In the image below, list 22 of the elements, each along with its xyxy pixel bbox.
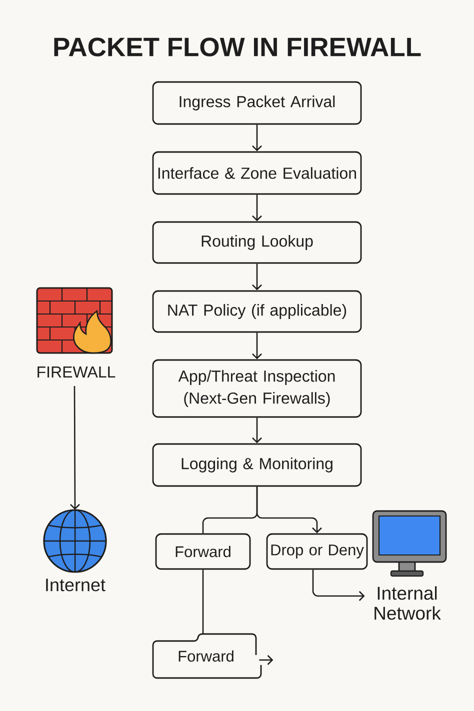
arrow: [252, 418, 262, 444]
icon-label: FIREWALL: [38, 366, 116, 378]
arrow: [252, 332, 262, 360]
arrow: [252, 124, 262, 152]
arrow: [252, 194, 262, 222]
arrow: [259, 655, 274, 665]
process-box: Drop or Deny: [266, 533, 368, 570]
title: PACKET FLOW IN FIREWALL: [54, 38, 421, 56]
arrow: [70, 386, 80, 510]
process-box: Routing Lookup: [152, 221, 362, 264]
process-box: NAT Policy (if applicable): [152, 290, 362, 333]
arrow: [252, 264, 262, 290]
arrow: [312, 570, 365, 601]
arrow: [256, 486, 322, 534]
process-box: Logging & Monitoring: [152, 443, 362, 487]
process-box: App/Threat Inspection (Next-Gen Firewalls): [152, 359, 362, 418]
text-label: Internal Network: [374, 586, 441, 620]
icon-label: Internet: [46, 578, 106, 592]
process-box: Ingress Packet Arrival: [152, 81, 362, 125]
process-box: Forward: [155, 533, 251, 570]
process-box: Forward: [152, 633, 262, 679]
process-box: Interface & Zone Evaluation: [152, 151, 362, 195]
